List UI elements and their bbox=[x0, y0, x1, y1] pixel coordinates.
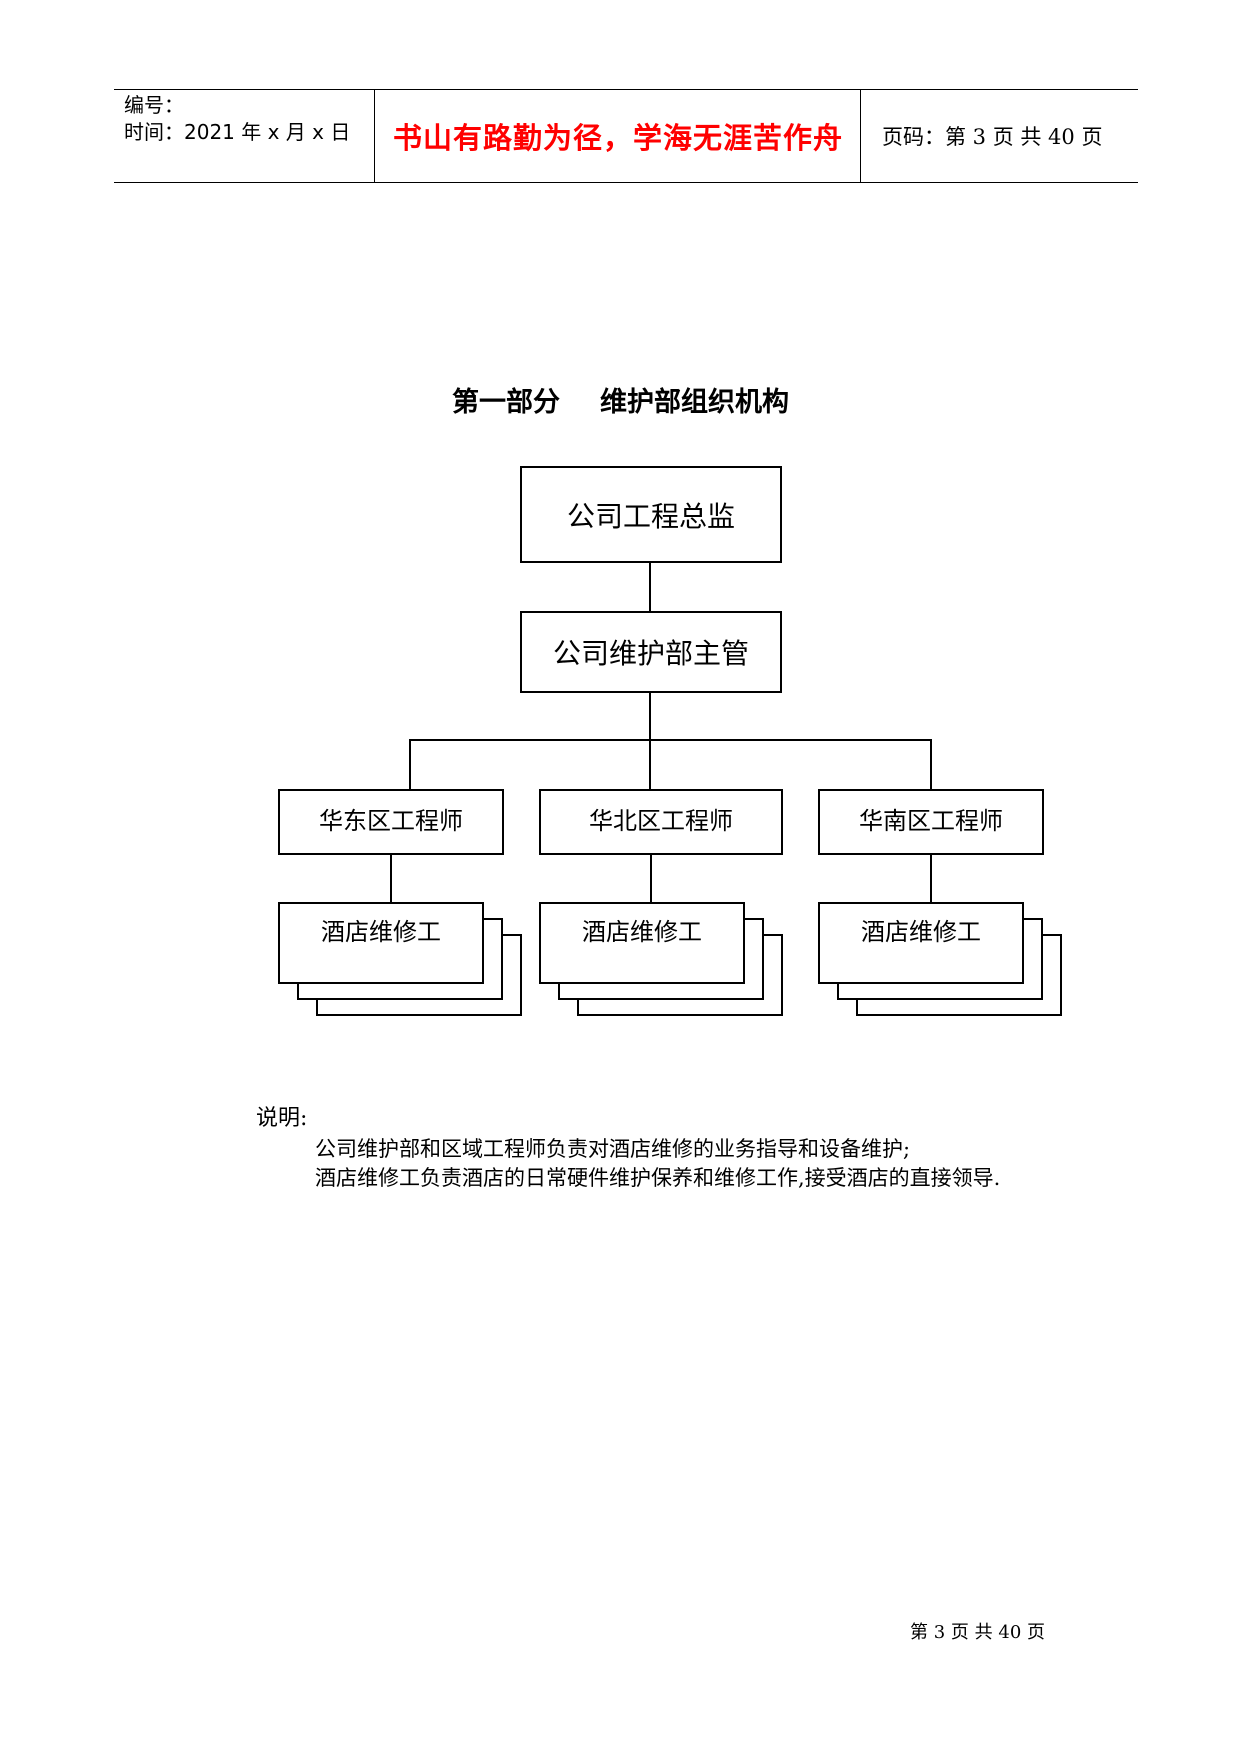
org-node-supervisor-label: 公司维护部主管 bbox=[552, 637, 749, 670]
motto: 书山有路勤为径，学海无涯苦作舟 bbox=[376, 90, 861, 182]
connector-bus-east bbox=[409, 739, 411, 790]
org-node-engineer-east-label: 华东区工程师 bbox=[319, 807, 463, 835]
connector-south-workers bbox=[930, 855, 932, 902]
connector-horizontal-bus bbox=[409, 739, 931, 741]
connector-north-workers bbox=[650, 855, 652, 902]
notes-line-1: 公司维护部和区域工程师负责对酒店维修的业务指导和设备维护; bbox=[315, 1137, 911, 1161]
page-code: 页码：第 3 页 共 40 页 bbox=[872, 90, 1138, 182]
org-node-worker-north: 酒店维修工 bbox=[539, 902, 745, 984]
org-node-engineer-north-label: 华北区工程师 bbox=[589, 807, 733, 835]
page-code-text: 页码：第 3 页 共 40 页 bbox=[882, 125, 1103, 149]
title-name: 维护部组织机构 bbox=[600, 387, 789, 418]
header-table: 编号： 时间：2021 年 x 月 x 日 书山有路勤为径，学海无涯苦作舟 页码… bbox=[114, 89, 1138, 183]
page-footer: 第 3 页 共 40 页 bbox=[0, 1618, 1241, 1644]
title-part: 第一部分 bbox=[452, 387, 560, 418]
connector-east-workers bbox=[390, 855, 392, 902]
org-node-worker-east: 酒店维修工 bbox=[278, 902, 484, 984]
org-node-worker-north-label: 酒店维修工 bbox=[582, 918, 702, 946]
time-line: 时间：2021 年 x 月 x 日 bbox=[124, 120, 351, 144]
org-node-engineer-south-label: 华南区工程师 bbox=[859, 807, 1003, 835]
org-node-worker-east-label: 酒店维修工 bbox=[321, 918, 441, 946]
org-node-engineer-north: 华北区工程师 bbox=[539, 789, 783, 855]
org-node-worker-south: 酒店维修工 bbox=[818, 902, 1024, 984]
org-node-worker-south-label: 酒店维修工 bbox=[861, 918, 981, 946]
connector-bus-south bbox=[930, 739, 932, 790]
notes-label: 说明: bbox=[256, 1106, 308, 1131]
notes-line-2: 酒店维修工负责酒店的日常硬件维护保养和维修工作,接受酒店的直接领导. bbox=[315, 1166, 1001, 1190]
page-title: 第一部分 维护部组织机构 bbox=[0, 380, 1241, 419]
footer-page-number: 第 3 页 共 40 页 bbox=[910, 1622, 1045, 1643]
org-node-engineer-east: 华东区工程师 bbox=[278, 789, 504, 855]
org-node-director: 公司工程总监 bbox=[520, 466, 782, 563]
connector-director-supervisor bbox=[649, 563, 651, 611]
connector-supervisor-trunk bbox=[649, 693, 651, 790]
org-node-director-label: 公司工程总监 bbox=[566, 499, 735, 533]
org-node-engineer-south: 华南区工程师 bbox=[818, 789, 1044, 855]
org-node-supervisor: 公司维护部主管 bbox=[520, 611, 782, 693]
serial-label: 编号： bbox=[124, 93, 184, 117]
header-info-cell: 编号： 时间：2021 年 x 月 x 日 bbox=[114, 90, 375, 182]
